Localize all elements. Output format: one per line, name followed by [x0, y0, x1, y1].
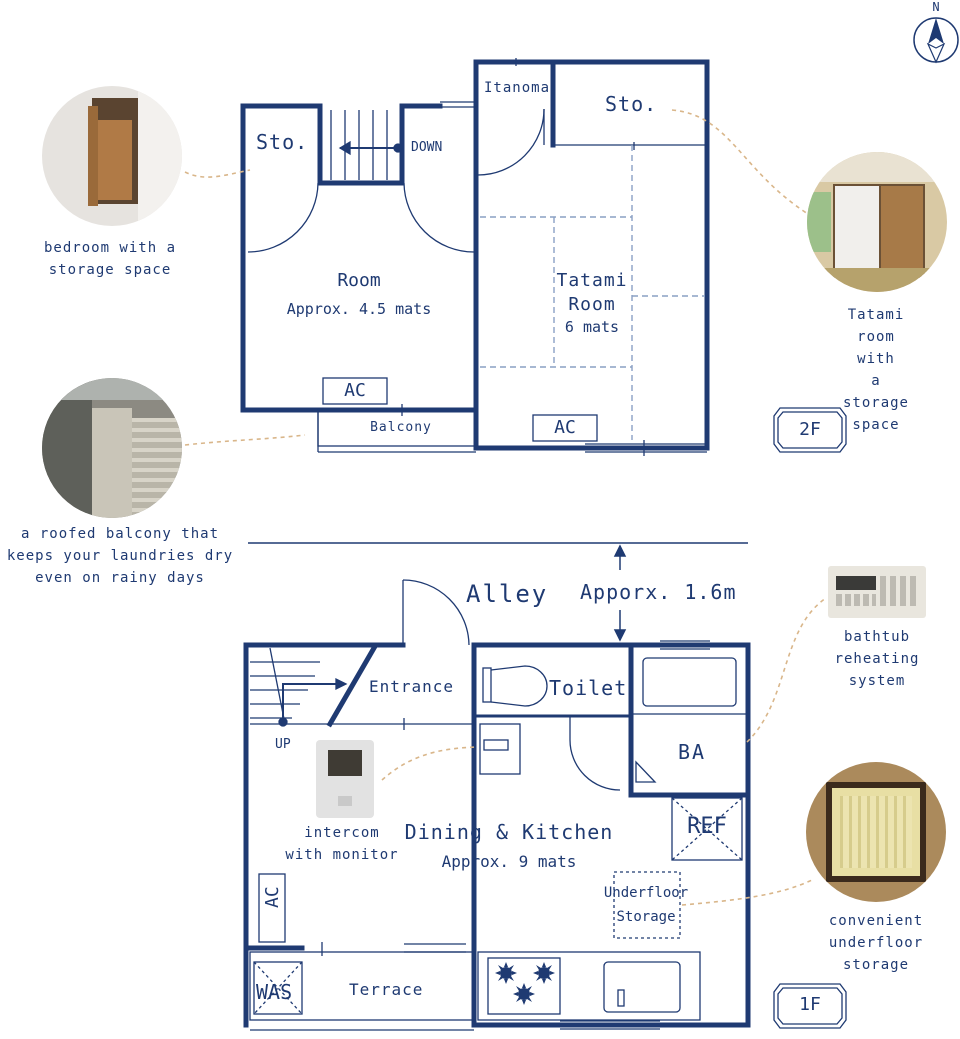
caption-balcony: a roofed balcony that keeps your laundri… [6, 526, 234, 586]
label-terrace: Terrace [349, 980, 424, 999]
compass-icon [913, 17, 959, 64]
label-tatami-line1: Tatami [556, 270, 628, 291]
label-entrance: Entrance [369, 677, 455, 696]
caption-tatami: Tatami room with a storage space [842, 307, 909, 433]
label-down: DOWN [411, 140, 443, 155]
label-toilet: Toilet [549, 676, 628, 700]
label-itanoma: Itanoma [484, 80, 551, 96]
floor-badge-1f [773, 983, 847, 1029]
label-up: UP [275, 737, 291, 752]
label-sto-right: Sto. [605, 92, 658, 116]
label-room-size: Approx. 4.5 mats [286, 300, 432, 318]
label-2f: 2F [799, 419, 821, 440]
label-room: Room [337, 270, 381, 291]
label-bath: BA [677, 740, 707, 764]
label-ac-tatami: AC [554, 417, 576, 438]
label-was: WAS [256, 980, 293, 1004]
underfloor-storage-photo [806, 762, 946, 902]
label-alley-distance: Apporx. 1.6m [580, 580, 737, 604]
floor-badge-2f [773, 407, 847, 453]
label-dining: Dining & Kitchen [404, 820, 614, 844]
label-tatami-size: 6 mats [564, 318, 620, 336]
caption-bedroom: bedroom with a storage space [43, 240, 177, 278]
second-floor-walls [240, 59, 710, 451]
bathtub-control-photo [828, 566, 926, 618]
stove-burners [495, 962, 555, 1005]
label-ac-1f: AC [262, 886, 283, 908]
leader-lines [184, 109, 827, 906]
label-balcony: Balcony [370, 420, 432, 435]
tatami-storage-photo [807, 152, 947, 292]
caption-underfloor: convenient underfloor storage [828, 913, 924, 973]
label-ac-room: AC [344, 380, 366, 401]
first-floor-details [249, 579, 748, 1031]
label-underfloor-line1: Underfloor [603, 885, 689, 901]
second-floor-details [247, 58, 707, 456]
label-1f: 1F [799, 994, 821, 1015]
label-dining-size: Approx. 9 mats [441, 852, 577, 871]
bedroom-storage-photo [42, 86, 182, 226]
alley-lines [248, 542, 748, 642]
caption-intercom: intercom with monitor [285, 825, 399, 863]
label-compass-n: N [932, 0, 940, 14]
caption-bathtub: bathtub reheating system [834, 629, 920, 689]
label-tatami-line2: Room [568, 294, 616, 315]
balcony-photo [42, 378, 182, 518]
label-underfloor-line2: Storage [616, 909, 676, 925]
first-floor-walls [243, 642, 751, 1028]
intercom-photo [316, 740, 374, 818]
label-sto-left: Sto. [256, 130, 309, 154]
label-ref: REF [687, 814, 727, 839]
tatami-mats [480, 145, 705, 440]
label-alley: Alley [466, 580, 549, 608]
